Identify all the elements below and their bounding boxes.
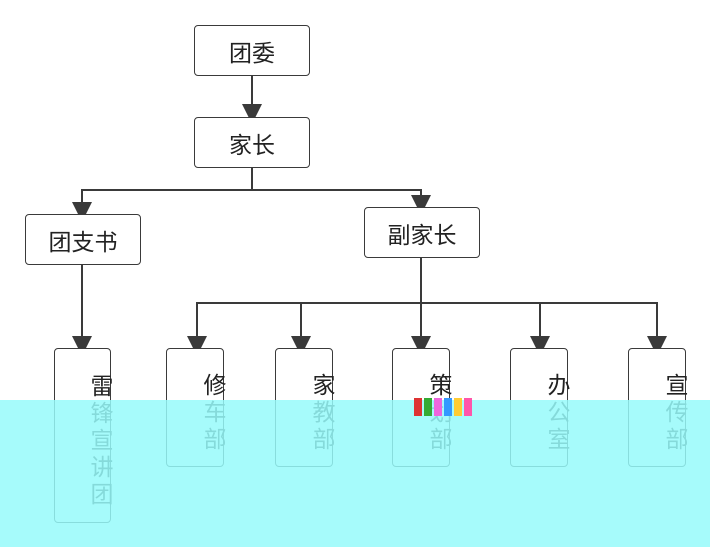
node-tuanwei: 团委 <box>194 25 310 76</box>
edge-fujiazhang-jiajiao <box>291 302 421 356</box>
edge-jiazhang-fujiazhang <box>252 189 431 215</box>
node-tuanzhishu: 团支书 <box>25 214 141 265</box>
selection-overlay <box>0 400 710 547</box>
edge-jiazhang-tuanzhishu <box>72 167 253 222</box>
edge-fujiazhang-xuanchuan <box>421 302 667 356</box>
node-jiazhang: 家长 <box>194 117 310 168</box>
render-glitch <box>414 398 504 416</box>
edge-fujiazhang-xiuche <box>187 302 421 356</box>
node-fujiazhang: 副家长 <box>364 207 480 258</box>
edge-fujiazhang-bangongshi <box>421 302 550 356</box>
